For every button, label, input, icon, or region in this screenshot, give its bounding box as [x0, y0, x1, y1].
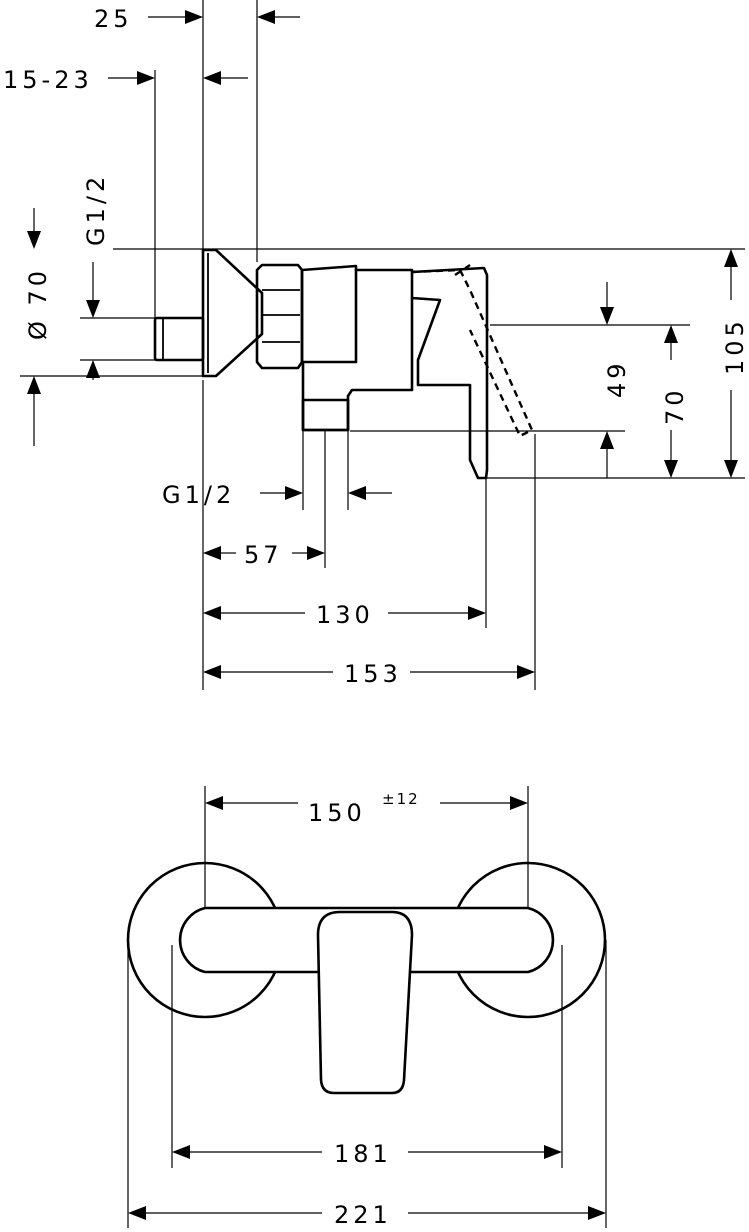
dim-diameter-70: Ø 70: [24, 267, 52, 446]
side-view: 25 15-23 G1/2 Ø 70: [3, 0, 749, 690]
dim-57: 57: [203, 541, 325, 569]
dim-g12-vertical: G1/2: [27, 173, 110, 380]
dim-49: 49: [600, 282, 631, 478]
dim-105: 105: [721, 249, 749, 478]
dim-g12-horizontal: G1/2: [162, 481, 392, 509]
dim-g12-vertical-label: G1/2: [82, 173, 110, 246]
dim-181-label: 181: [334, 1140, 392, 1168]
dim-181: 181: [172, 1140, 562, 1168]
dim-221: 221: [128, 1201, 606, 1229]
front-extension-lines: [127, 786, 607, 1228]
dim-49-label: 49: [603, 359, 631, 398]
dim-15-23: 15-23: [3, 66, 248, 94]
front-view: 150 ±12 181 221: [126, 786, 607, 1229]
dim-150-label: 150: [308, 799, 366, 827]
dim-150-tolerance: ±12: [382, 790, 420, 808]
extension-lines: [20, 0, 745, 690]
valve-side-outline: [153, 248, 534, 480]
dim-70: 70: [661, 325, 689, 478]
dim-25-label: 25: [94, 5, 133, 33]
dim-130: 130: [203, 601, 486, 629]
dim-153-label: 153: [344, 660, 402, 688]
dim-150: 150 ±12: [205, 790, 528, 827]
dim-130-label: 130: [316, 601, 374, 629]
dim-70-label: 70: [661, 386, 689, 425]
dim-153: 153: [203, 660, 535, 688]
dim-15-23-label: 15-23: [3, 66, 93, 94]
dim-57-label: 57: [244, 541, 283, 569]
dim-g12-horizontal-label: G1/2: [162, 481, 235, 509]
dim-221-label: 221: [334, 1201, 392, 1229]
dim-25: 25: [94, 5, 300, 33]
valve-front-outline: [126, 861, 607, 1095]
dim-105-label: 105: [721, 317, 749, 375]
dim-diameter-label: Ø 70: [24, 267, 52, 340]
